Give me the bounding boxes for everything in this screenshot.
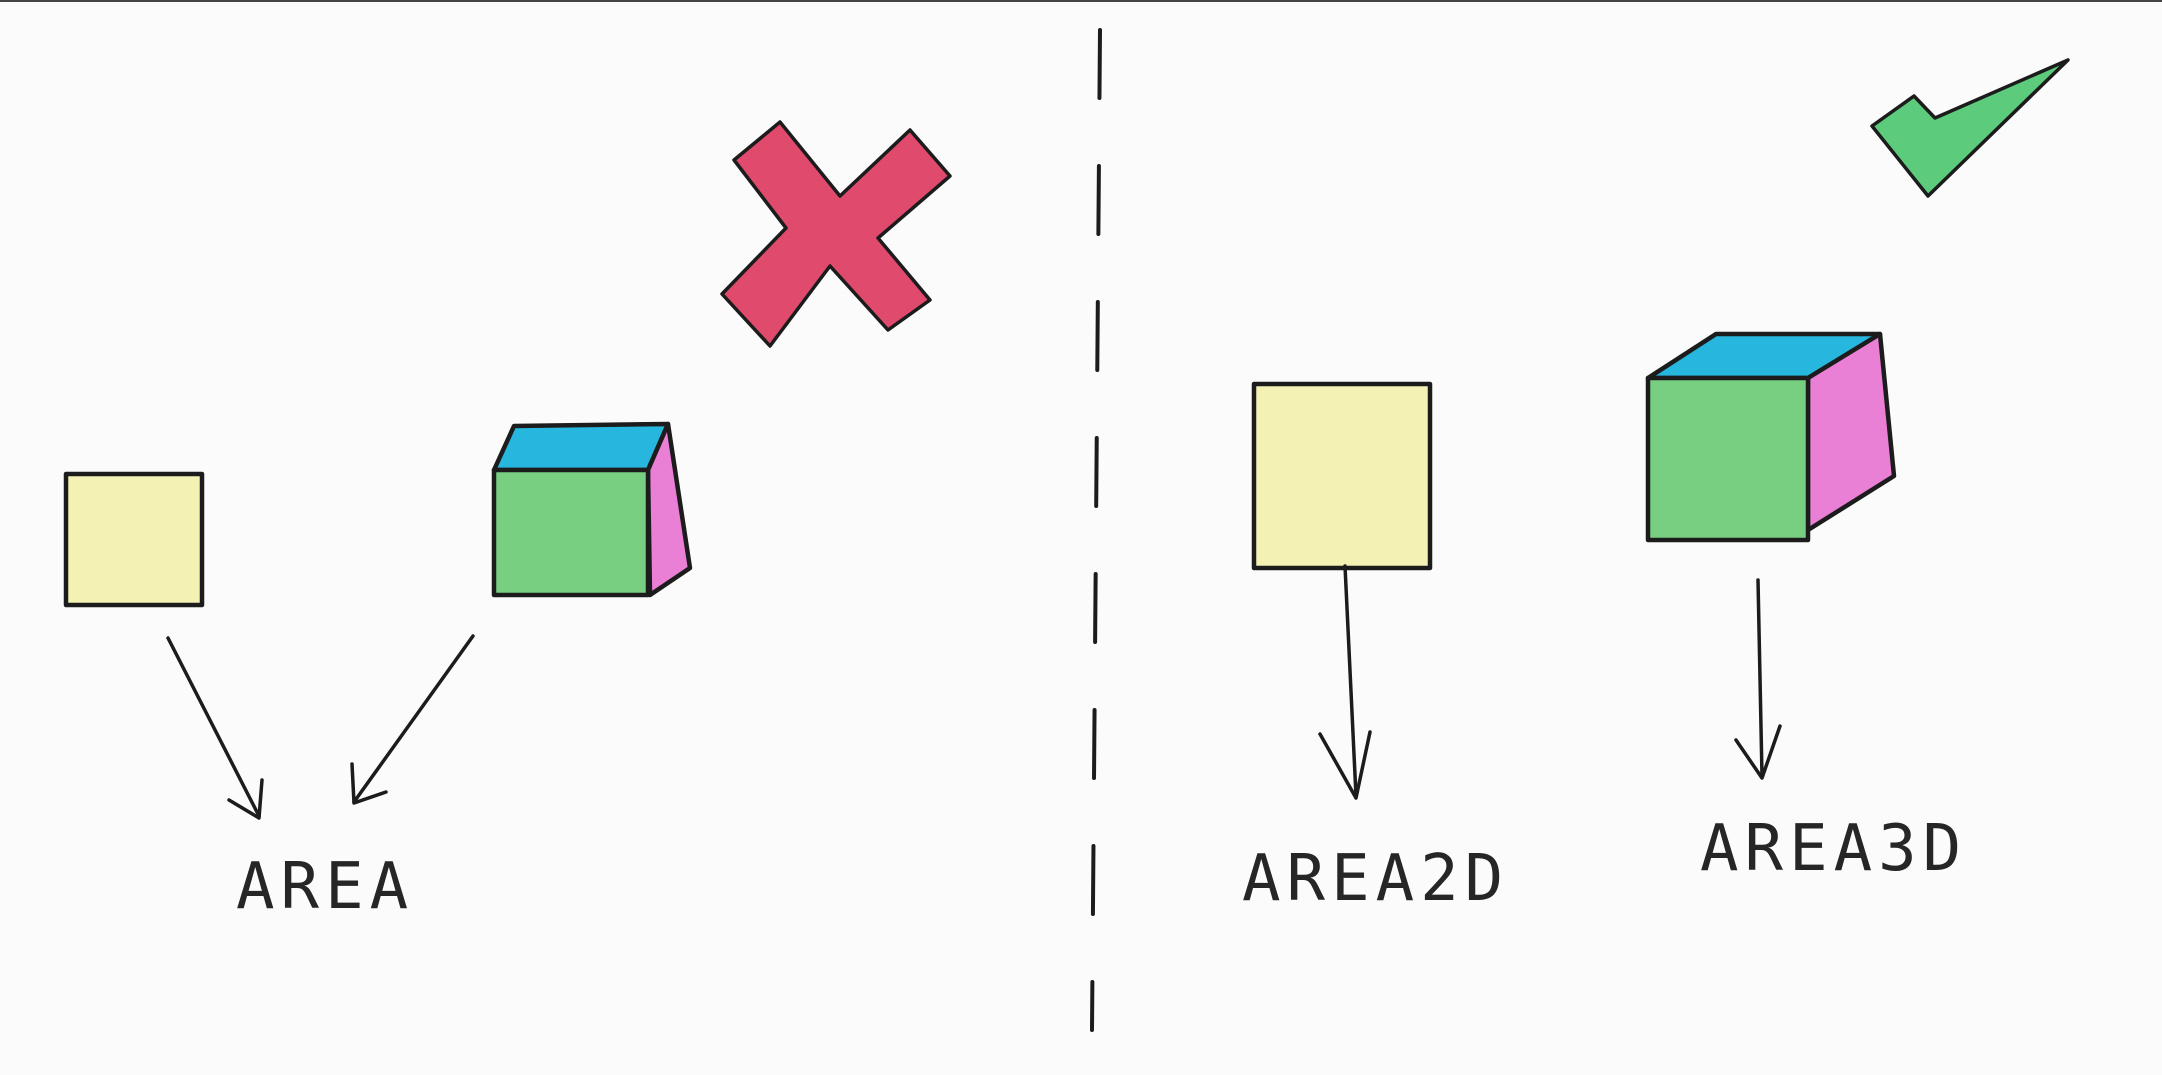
right-cube-front-face — [1645, 375, 1811, 543]
right-arrow-area3d — [1734, 578, 1782, 780]
right-panel: AREA2D AREA3D — [1242, 58, 2070, 916]
right-3d-cube — [1645, 331, 1897, 543]
left-arrow-from-cube — [350, 634, 475, 805]
check-mark-icon — [1870, 58, 2070, 198]
left-2d-square — [63, 471, 205, 608]
label-area2d: AREA2D — [1242, 842, 1509, 916]
left-cube-top-face — [491, 421, 671, 473]
cross-mark-icon — [720, 120, 952, 348]
left-3d-cube — [491, 421, 693, 598]
label-area: AREA — [236, 850, 414, 924]
right-arrow-area2d — [1318, 564, 1372, 800]
left-panel: AREA — [63, 120, 952, 924]
left-cube-front-face — [491, 467, 651, 598]
dashed-divider — [1090, 28, 1102, 1032]
label-area3d: AREA3D — [1700, 812, 1967, 886]
left-arrow-from-square — [166, 636, 264, 820]
right-2d-square — [1251, 381, 1433, 571]
